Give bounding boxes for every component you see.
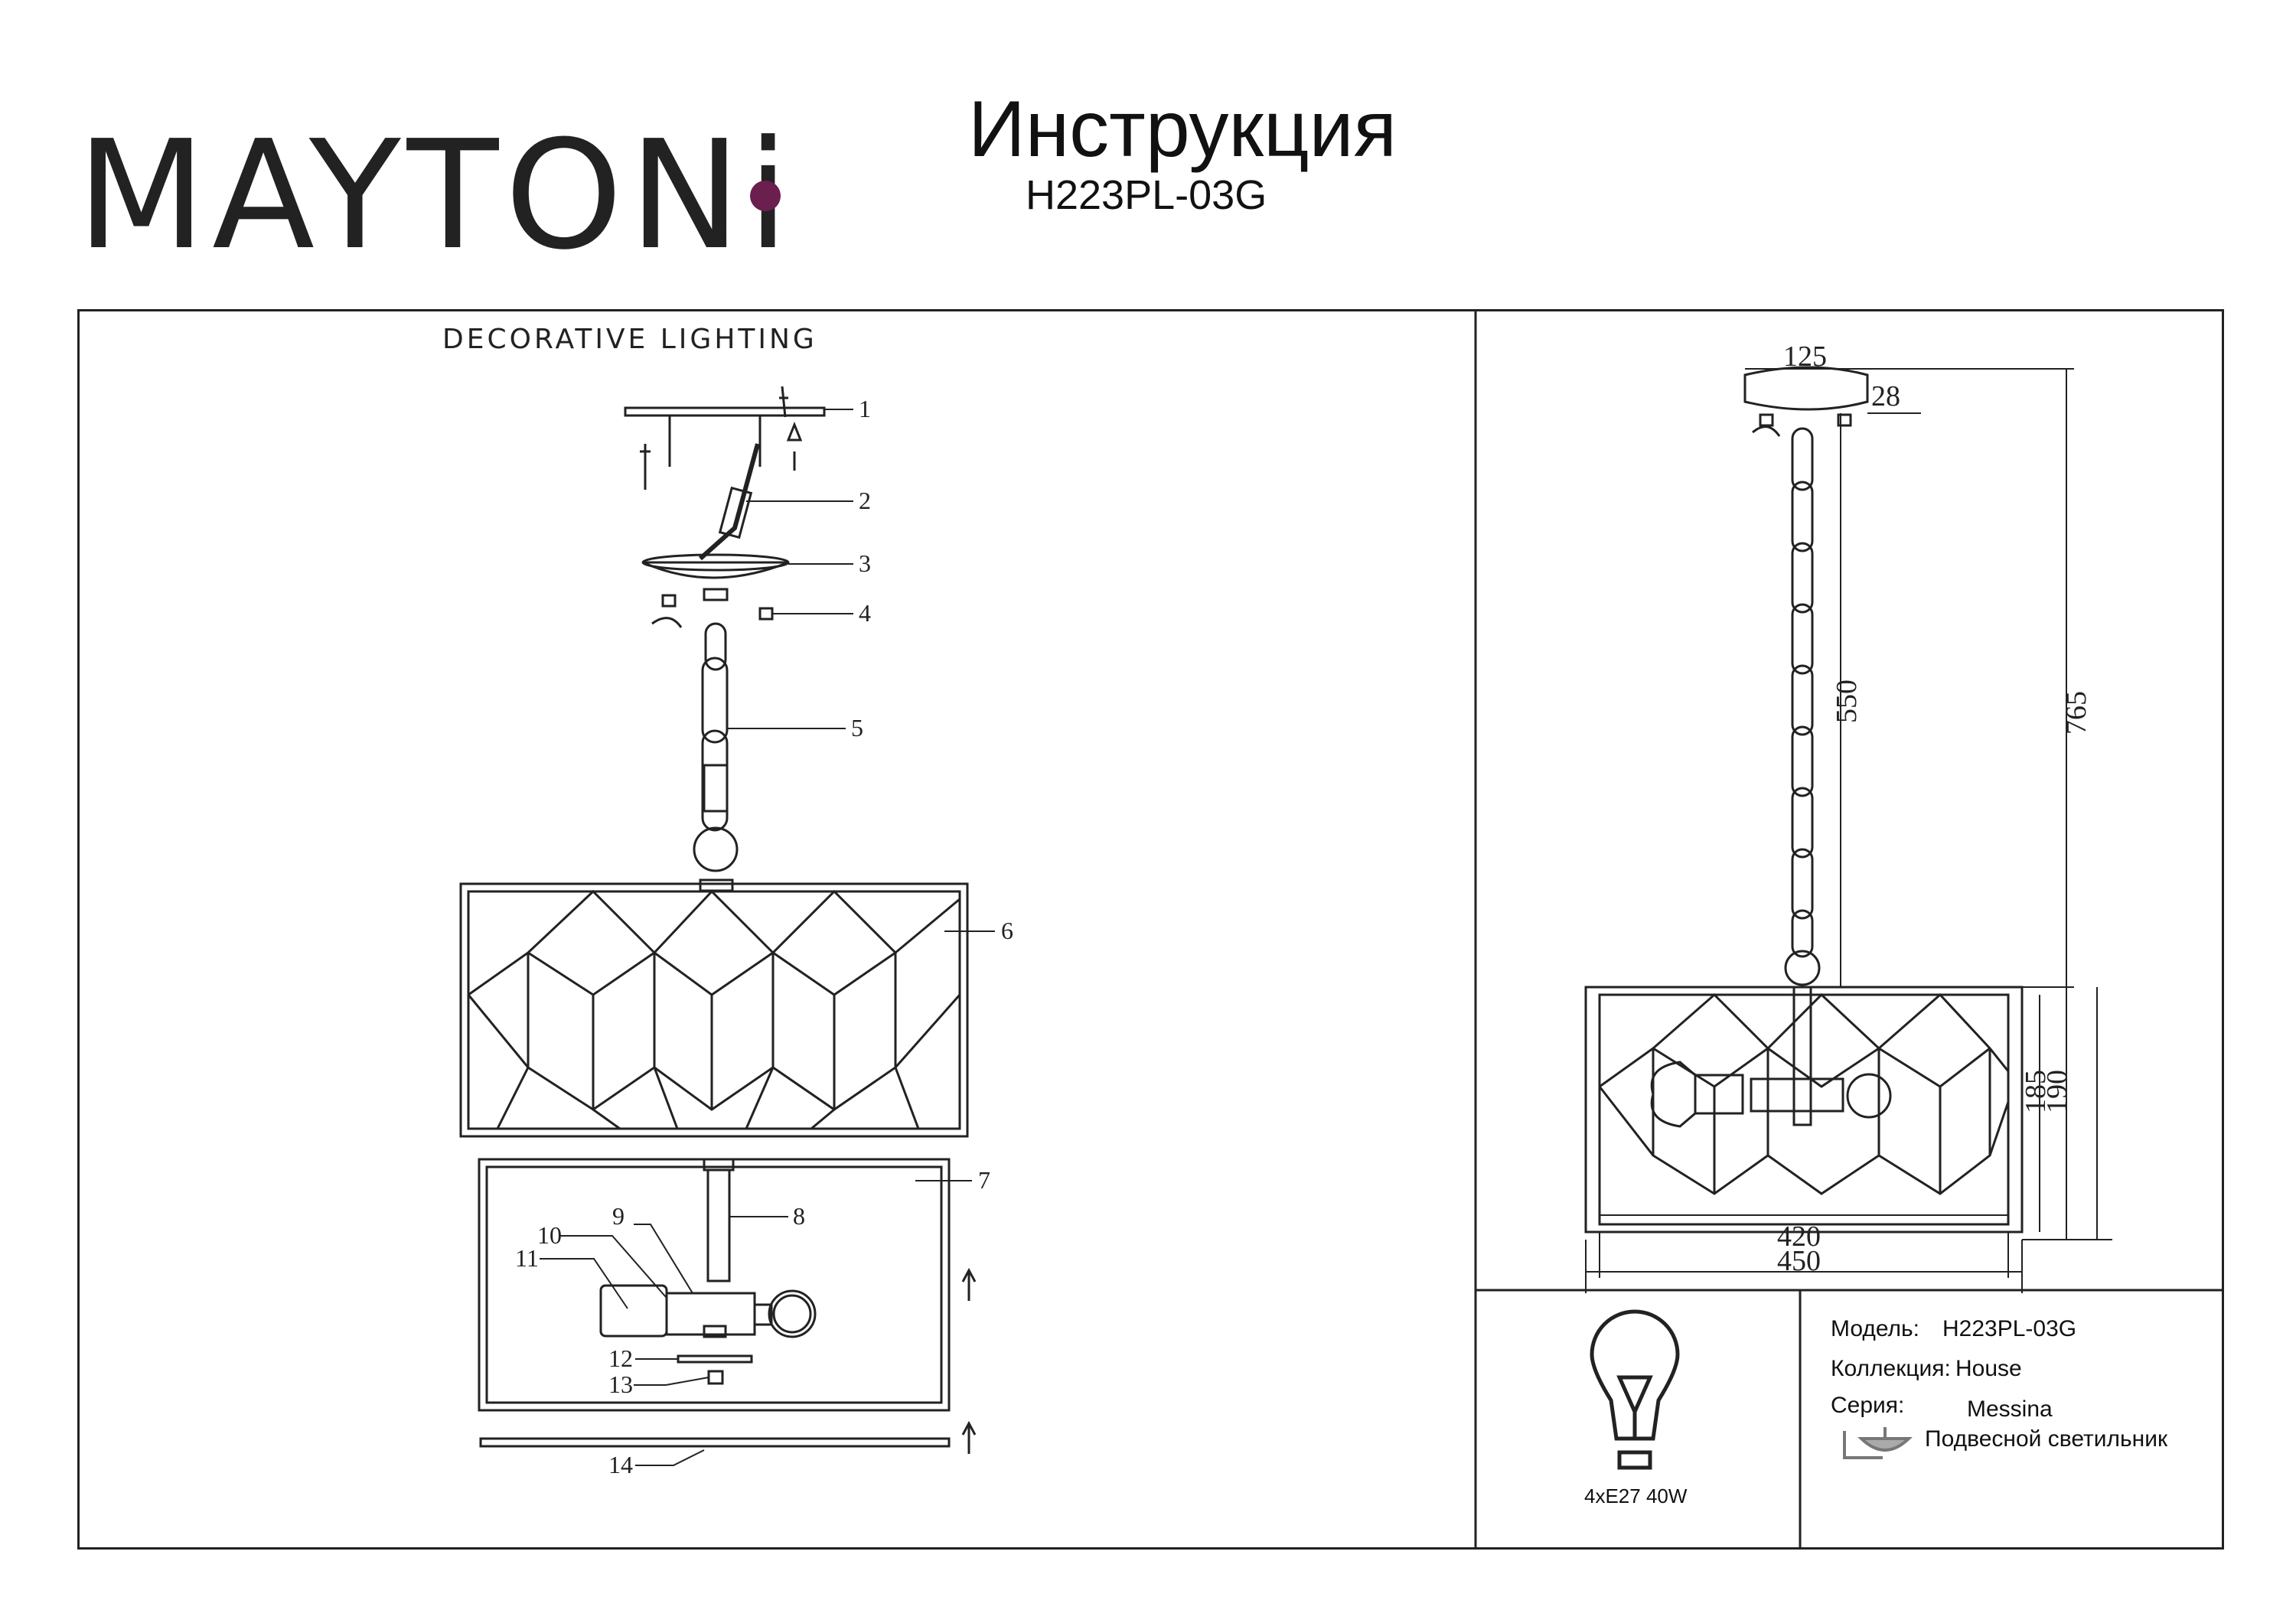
socket	[599, 1284, 668, 1338]
canopy-outline	[1743, 366, 1869, 411]
callout-14: 14	[608, 1451, 633, 1478]
callout-numbers: 1 2 3 4 5 6 7 8 9 10 11 12 13 14	[515, 395, 1013, 1478]
dim-canopy-width: 125	[1783, 341, 1827, 373]
dim-total-height: 765	[2060, 691, 2092, 735]
page-title: Инструкция	[968, 85, 1397, 174]
dim-shade-height-outer: 190	[2041, 1070, 2073, 1113]
callout-13: 13	[608, 1370, 633, 1398]
callout-10: 10	[537, 1221, 562, 1249]
callout-5: 5	[851, 714, 863, 741]
screw	[640, 444, 651, 490]
callout-6: 6	[1001, 917, 1013, 944]
base-plate	[677, 1354, 753, 1364]
mounting-bracket	[624, 406, 826, 417]
callout-4: 4	[859, 599, 871, 627]
callout-12: 12	[608, 1344, 633, 1372]
page-subtitle-model: H223PL-03G	[1026, 172, 1267, 218]
brand-name: MAYTONi	[77, 109, 795, 283]
callout-2: 2	[859, 487, 871, 514]
collection-value: House	[1955, 1356, 2022, 1381]
leader-lines	[540, 409, 995, 1466]
pendant-lamp-icon	[1843, 1427, 1913, 1459]
model-value: H223PL-03G	[1942, 1316, 2077, 1341]
drawing-frame	[77, 309, 2224, 1550]
bulb-icon	[1590, 1309, 1680, 1470]
bottom-panel	[479, 1437, 951, 1448]
callout-8: 8	[793, 1202, 805, 1230]
dim-chain-length: 550	[1831, 680, 1863, 723]
dimension-labels: 125 28 550 765 185 190 420 450	[1777, 341, 2092, 1277]
inner-frame	[478, 1158, 951, 1412]
dimension-view	[1584, 366, 2112, 1293]
brand-tagline: DECORATIVE LIGHTING	[442, 324, 817, 355]
brand-dot	[750, 181, 781, 211]
series-value: Messina	[1967, 1396, 2053, 1422]
callout-9: 9	[612, 1202, 625, 1230]
callout-7: 7	[978, 1166, 990, 1194]
dim-shade-width-outer: 450	[1777, 1245, 1821, 1277]
brand-logo: MAYTONi DECORATIVE LIGHTING	[77, 90, 814, 355]
bulb-spec: 4xE27 40W	[1584, 1484, 1688, 1507]
chain-outline	[1784, 427, 1821, 986]
callout-1: 1	[859, 395, 871, 422]
fixture-type: Подвесной светильник	[1925, 1426, 2168, 1452]
arm-body	[665, 1292, 756, 1336]
dim-shade-height-inner: 185	[2020, 1070, 2052, 1113]
callout-11: 11	[515, 1244, 539, 1272]
dim-shade-width-inner: 420	[1777, 1221, 1821, 1253]
series-label: Серия:	[1831, 1393, 1905, 1418]
chain	[704, 622, 727, 671]
exploded-view	[459, 386, 977, 1454]
collection-label: Коллекция:	[1831, 1356, 1951, 1381]
shade-outline	[1584, 986, 2024, 1234]
dim-canopy-height: 28	[1871, 380, 1900, 412]
center-rod	[706, 1168, 731, 1282]
callout-3: 3	[859, 549, 871, 577]
model-label: Модель:	[1831, 1316, 1920, 1341]
bottom-nut	[707, 1370, 724, 1385]
lampshade	[459, 882, 969, 1138]
